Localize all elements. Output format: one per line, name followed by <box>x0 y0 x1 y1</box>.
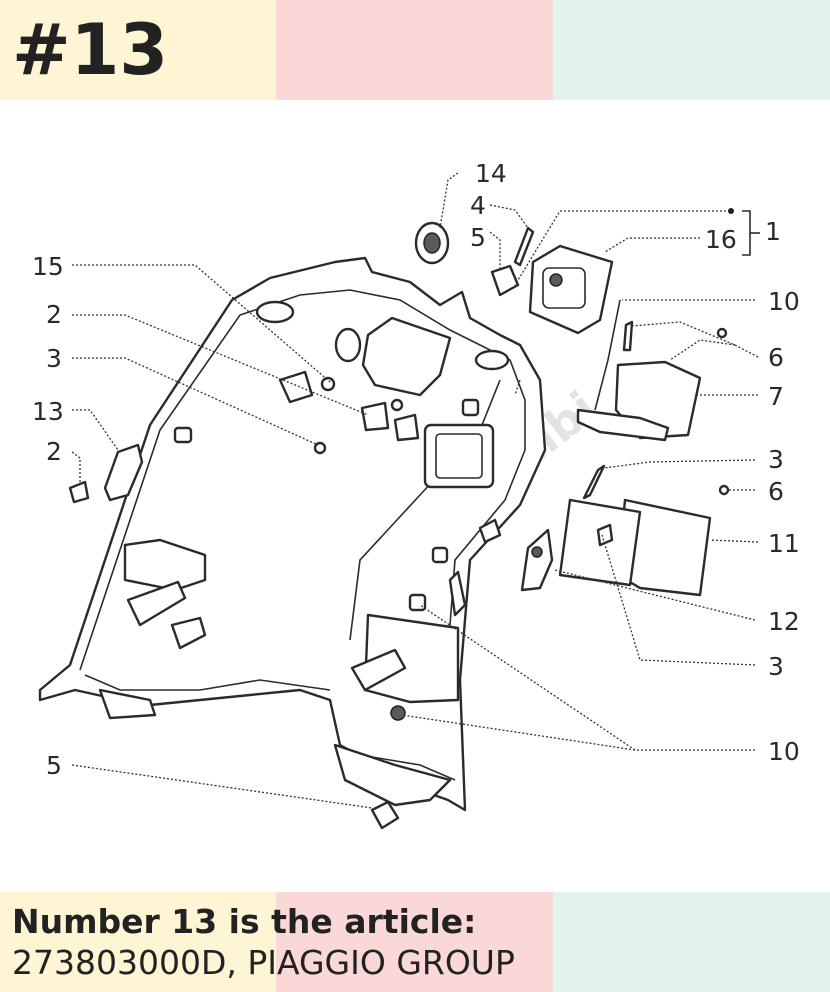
callout-1: 1 <box>765 217 781 246</box>
callout-4: 4 <box>470 191 486 220</box>
callout-5-top: 5 <box>470 223 486 252</box>
inner-shield-panel <box>38 256 547 812</box>
callout-10-top: 10 <box>768 287 800 316</box>
callout-10-bottom: 10 <box>768 737 800 766</box>
callouts: 14 4 5 16 1 10 6 7 3 6 11 12 3 10 15 2 3… <box>32 159 800 780</box>
part-5-nut-bottom <box>370 800 400 830</box>
callout-6-top: 6 <box>768 343 784 372</box>
part-7-bracket <box>576 299 702 442</box>
footer-band <box>0 892 830 992</box>
callout-2-top: 2 <box>46 300 62 329</box>
part-13-hinge <box>103 443 144 502</box>
callout-6-bottom: 6 <box>768 477 784 506</box>
footer-band-yellow <box>0 892 276 992</box>
leader-lines <box>71 172 759 809</box>
part-4-screw <box>513 226 535 267</box>
bracket-1-16 <box>728 208 760 256</box>
callout-5-bottom: 5 <box>46 751 62 780</box>
callout-3-right-top: 3 <box>768 445 784 474</box>
part-6-screws <box>622 320 730 496</box>
part-3-screw-right <box>478 464 614 547</box>
part-5-clip <box>490 264 520 297</box>
callout-11: 11 <box>768 529 800 558</box>
callout-7: 7 <box>768 382 784 411</box>
caption-article-number: 273803000D, PIAGGIO GROUP <box>12 943 515 982</box>
part-latch <box>520 528 554 592</box>
footer-band-mint <box>553 892 830 992</box>
exploded-parts-diagram: motoricambi <box>32 159 800 830</box>
callout-3-left: 3 <box>46 344 62 373</box>
header-band-mint <box>553 0 830 100</box>
header-band <box>0 0 830 100</box>
part-16-lock <box>528 244 614 335</box>
callout-14: 14 <box>475 159 507 188</box>
callout-12: 12 <box>768 607 800 636</box>
part-2-clip-left <box>68 370 420 504</box>
header-band-yellow <box>0 0 276 100</box>
part-screws-small <box>313 376 406 721</box>
footer-band-pink <box>276 892 553 992</box>
callout-16: 16 <box>705 225 737 254</box>
page-title: #13 <box>12 9 169 91</box>
callout-13: 13 <box>32 397 64 426</box>
callout-3-right-bottom: 3 <box>768 652 784 681</box>
part-14-cap <box>414 221 450 265</box>
caption-heading: Number 13 is the article: <box>12 902 477 941</box>
callout-2-left: 2 <box>46 437 62 466</box>
header-band-pink <box>276 0 553 100</box>
callout-15: 15 <box>32 252 64 281</box>
